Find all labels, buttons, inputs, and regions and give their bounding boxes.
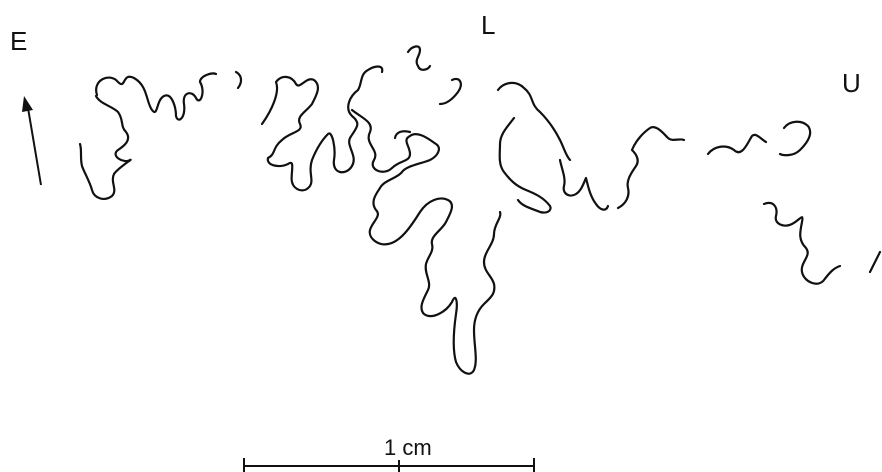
orientation-arrow [22,96,41,185]
suture-segment-u-edge [870,252,880,272]
suture-segment-u-small-lobe [618,127,684,208]
suture-segment-e-hook [236,72,241,88]
scale-bar-label: 1 cm [384,435,432,460]
suture-segment-l-hook-top [408,46,430,69]
suture-segment-u-dorsal [708,135,766,154]
suture-segment-u-mid [560,160,608,210]
suture-lines [80,46,880,373]
suture-segment-u-lobe [500,118,551,213]
suture-segment-l-main [352,110,500,374]
suture-segment-u-hook-right [780,122,810,155]
suture-segment-u-saddle [498,83,570,160]
label-e: E [10,26,27,56]
suture-segment-e-lower [80,96,131,199]
label-u: U [842,68,861,98]
suture-segment-u-lower [764,203,840,284]
suture-segment-l-hook-mid [440,79,461,104]
scale-bar: 1 cm [244,435,534,472]
suture-segment-e-main [96,73,216,119]
label-l: L [481,10,495,40]
suture-segment-l-saddle-left [262,67,382,191]
